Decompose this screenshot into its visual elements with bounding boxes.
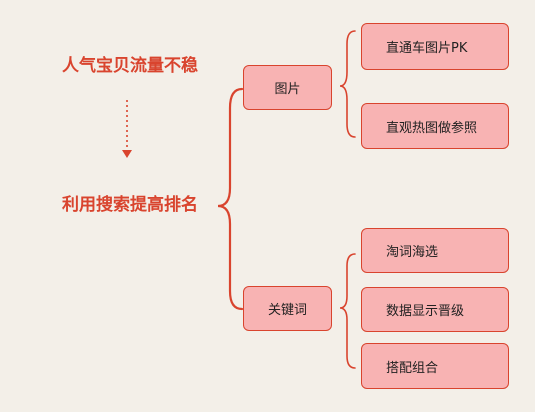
arrow-head-icon [122,150,132,158]
main-brace [217,87,244,311]
branch-node-image: 图片 [243,65,332,110]
leaf-node-data-promotion: 数据显示晋级 [361,287,509,332]
keyword-brace [339,253,356,369]
image-brace [339,30,356,138]
leaf-node-heatmap: 直观热图做参照 [361,103,509,149]
leaf-node-keyword-selection: 淘词海选 [361,228,509,273]
leaf-node-combination: 搭配组合 [361,343,509,389]
branch-node-keyword: 关键词 [243,286,332,331]
problem-title: 人气宝贝流量不稳 [62,56,198,76]
leaf-node-image-pk: 直通车图片PK [361,23,509,70]
strategy-title: 利用搜索提高排名 [62,195,198,215]
